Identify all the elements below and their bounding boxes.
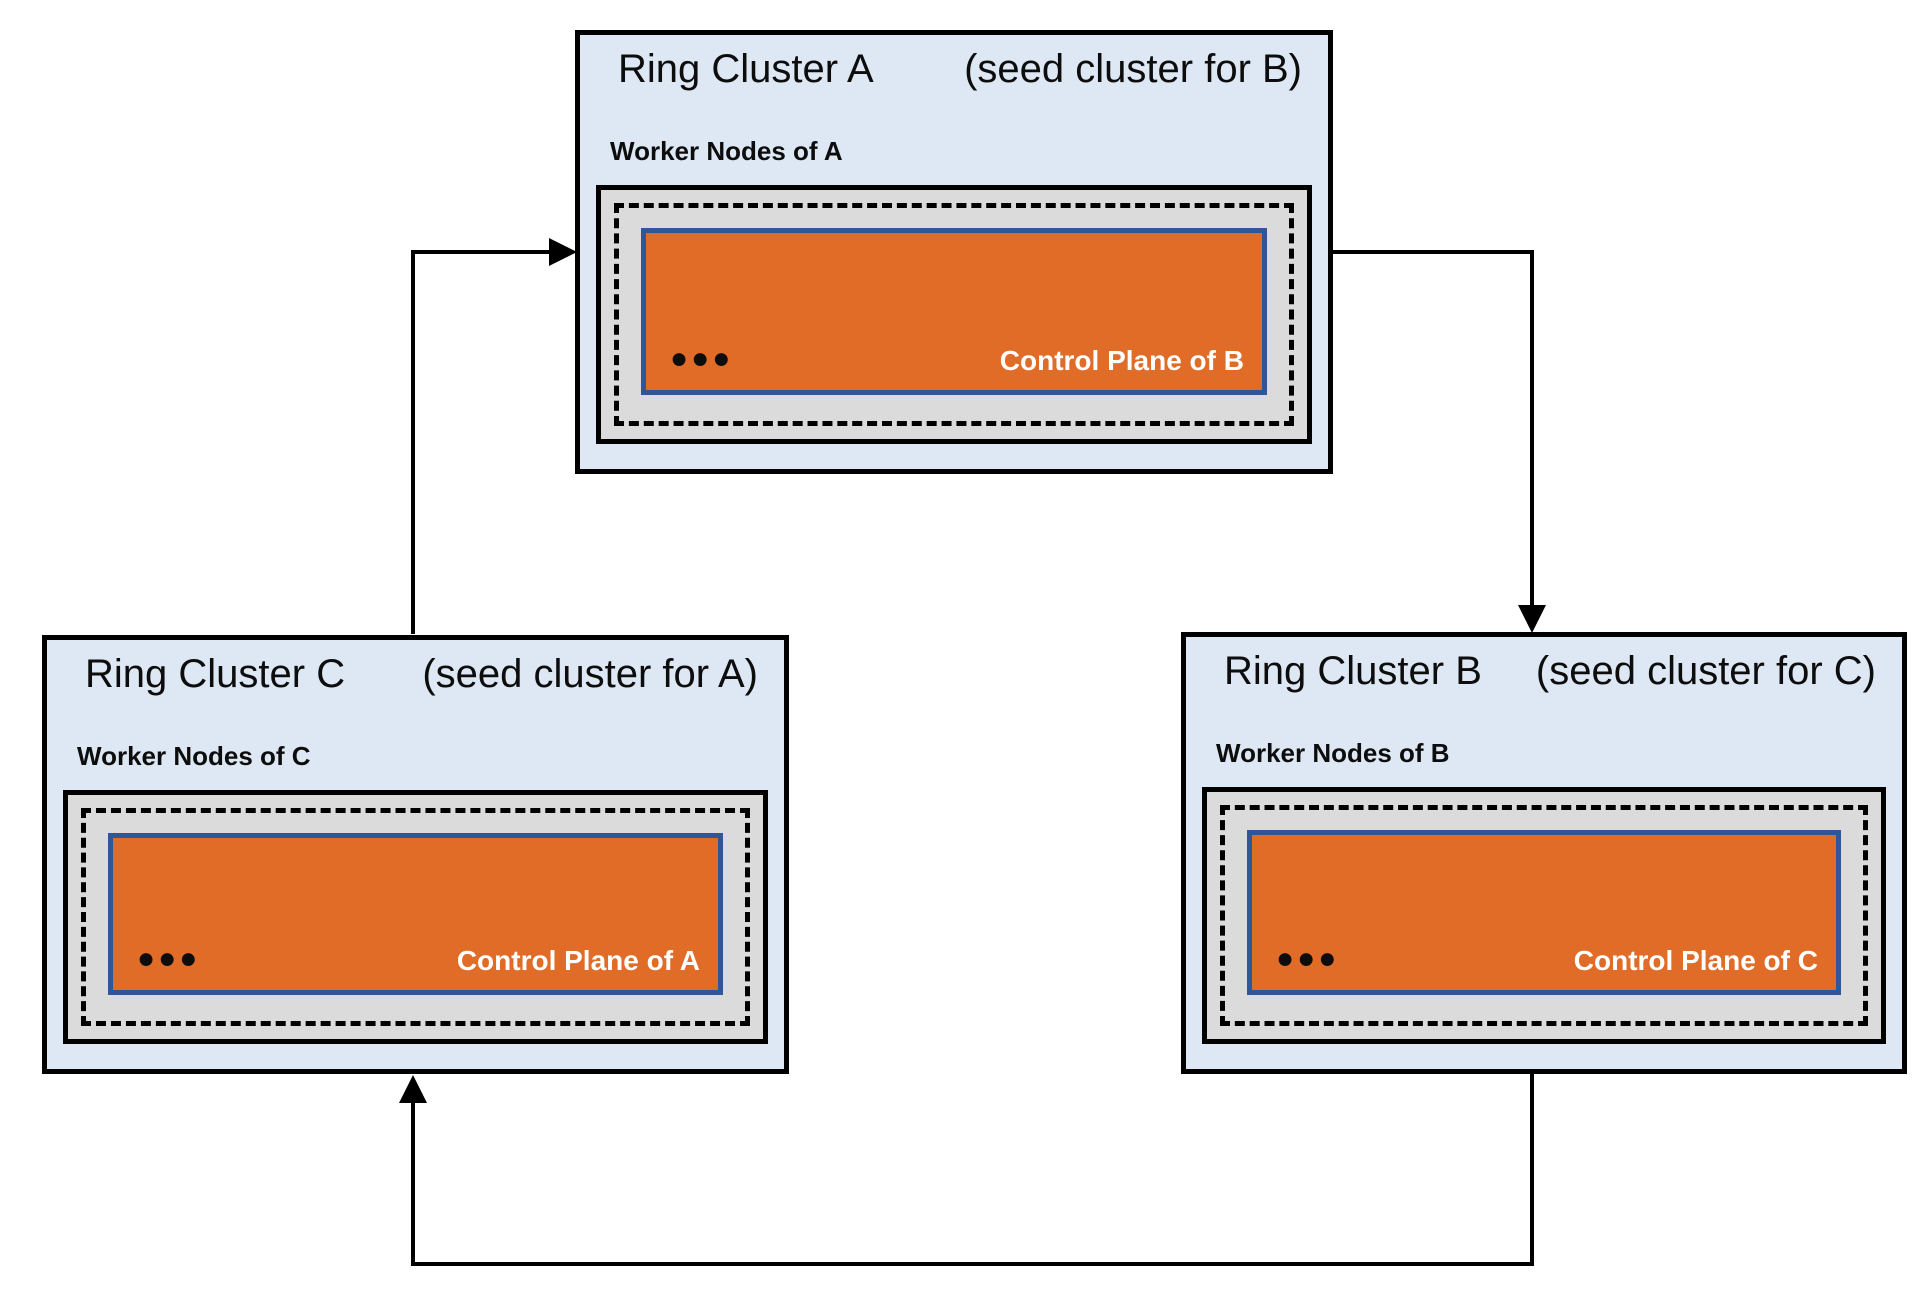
cluster-seed-note: (seed cluster for B) <box>964 47 1302 91</box>
node-boundary-dashed: ●●● Control Plane of C <box>1220 805 1868 1026</box>
ring-cluster-c: Ring Cluster C (seed cluster for A) Work… <box>42 635 789 1074</box>
ring-cluster-b: Ring Cluster B (seed cluster for C) Work… <box>1181 632 1907 1074</box>
ring-cluster-a: Ring Cluster A (seed cluster for B) Work… <box>575 30 1333 474</box>
worker-nodes-label: Worker Nodes of C <box>77 741 311 771</box>
cluster-seed-note: (seed cluster for A) <box>422 652 758 696</box>
cluster-title: Ring Cluster A <box>618 47 874 91</box>
node-boundary-dashed: ●●● Control Plane of A <box>81 808 750 1026</box>
cluster-title-row: Ring Cluster A (seed cluster for B) <box>618 47 1302 92</box>
worker-nodes-box: ●●● Control Plane of C <box>1202 787 1886 1044</box>
ellipsis-icon: ●●● <box>1276 942 1340 975</box>
ellipsis-icon: ●●● <box>670 342 734 375</box>
control-plane-box: ●●● Control Plane of B <box>641 228 1267 395</box>
arrow-a-to-b <box>1331 250 1546 633</box>
worker-nodes-box: ●●● Control Plane of A <box>63 790 768 1044</box>
cluster-title: Ring Cluster C <box>85 652 346 696</box>
control-plane-box: ●●● Control Plane of A <box>108 833 723 995</box>
cluster-title-row: Ring Cluster C (seed cluster for A) <box>85 652 758 697</box>
node-boundary-dashed: ●●● Control Plane of B <box>614 203 1294 426</box>
worker-nodes-label: Worker Nodes of B <box>1216 738 1450 768</box>
arrow-b-to-c <box>399 1072 1534 1266</box>
control-plane-box: ●●● Control Plane of C <box>1247 830 1841 995</box>
worker-nodes-box: ●●● Control Plane of B <box>596 185 1312 444</box>
arrow-c-to-a <box>411 238 577 634</box>
control-plane-label: Control Plane of B <box>999 345 1244 376</box>
control-plane-label: Control Plane of C <box>1573 945 1818 976</box>
worker-nodes-label: Worker Nodes of A <box>610 136 843 166</box>
cluster-title-row: Ring Cluster B (seed cluster for C) <box>1224 649 1876 694</box>
cluster-seed-note: (seed cluster for C) <box>1535 649 1876 693</box>
ellipsis-icon: ●●● <box>137 942 201 975</box>
control-plane-label: Control Plane of A <box>456 945 700 976</box>
cluster-title: Ring Cluster B <box>1224 649 1482 693</box>
